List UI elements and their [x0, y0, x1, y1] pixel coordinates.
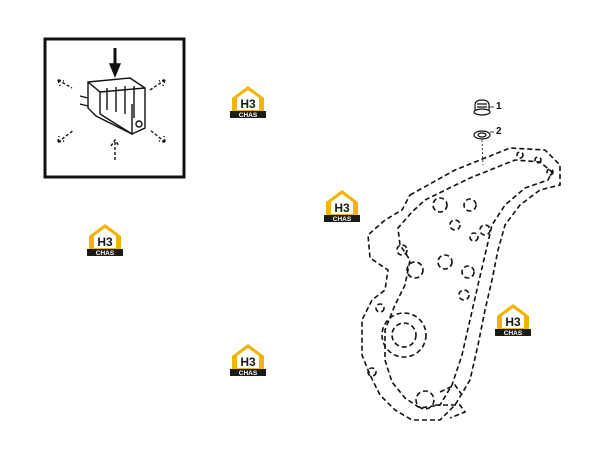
- callout-1: 1: [496, 101, 502, 112]
- inset-panel: [43, 37, 186, 179]
- part-1-plug: [473, 99, 491, 116]
- engine-housing: [361, 147, 561, 421]
- callout-2: 2: [496, 126, 502, 137]
- part-2-washer: [473, 130, 491, 140]
- block-arrows-icon: [57, 48, 166, 160]
